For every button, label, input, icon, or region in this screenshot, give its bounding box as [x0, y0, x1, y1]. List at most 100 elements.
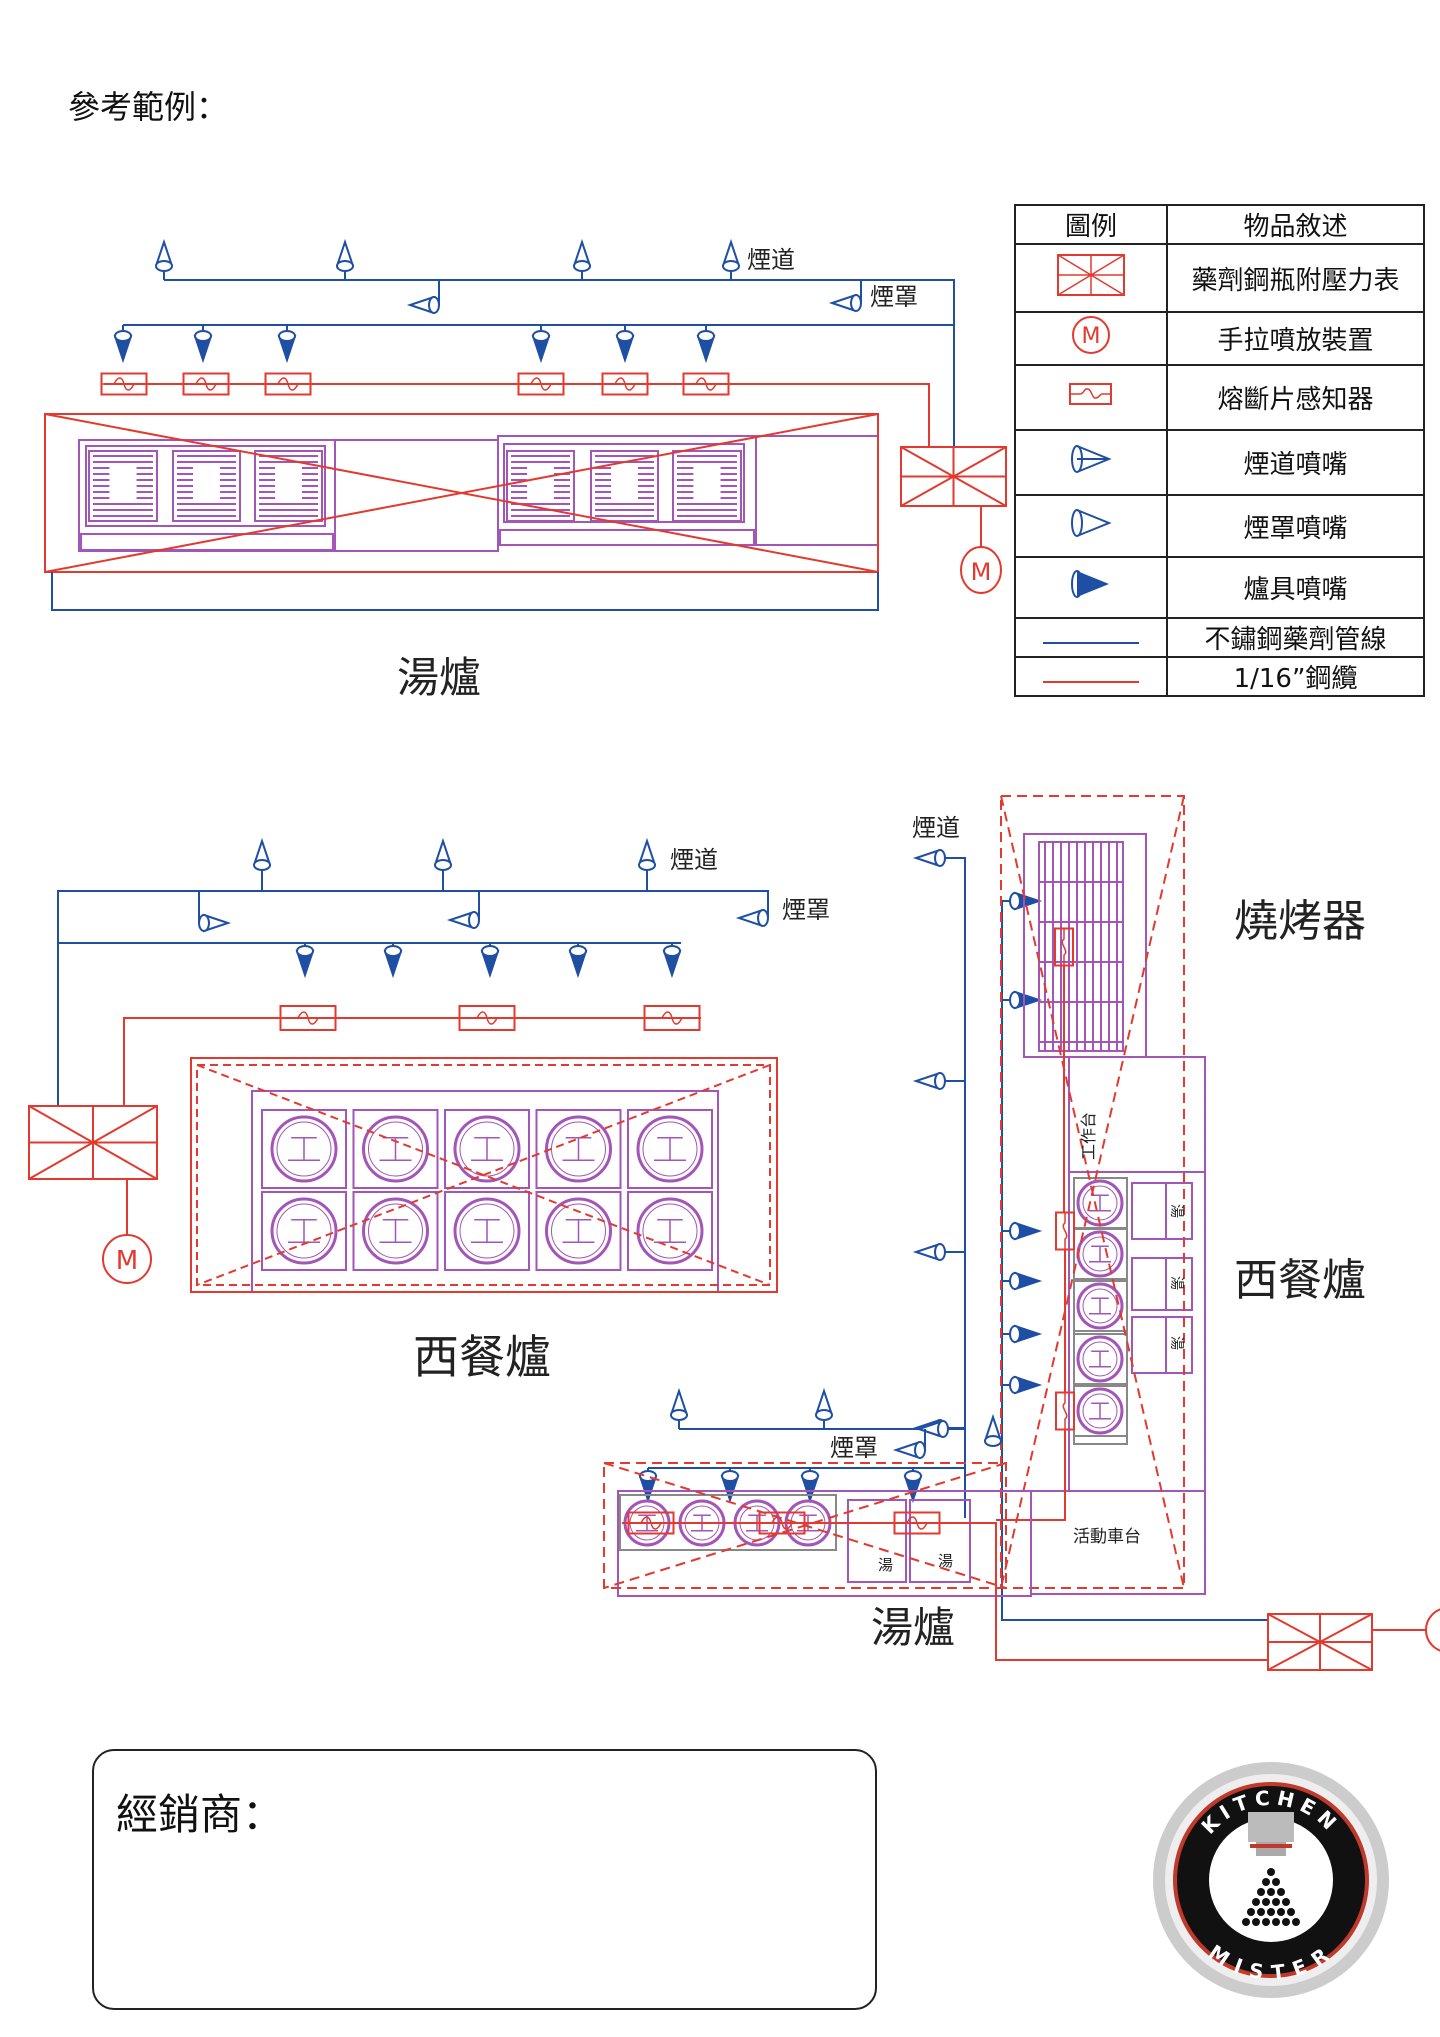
hood-nozzle-icon — [735, 909, 764, 927]
western-range-title: 西餐爐 — [413, 1330, 551, 1384]
cable-line — [104, 383, 930, 447]
burner-cell — [1073, 1228, 1128, 1280]
dealer-label: 經銷商： — [116, 1790, 285, 1839]
spray-dot — [1282, 1898, 1290, 1906]
burner-grate — [1089, 1402, 1111, 1420]
duct-label: 煙道 — [912, 814, 960, 842]
soup-pot-cell — [1131, 1316, 1193, 1374]
grill-grate — [1038, 841, 1124, 1052]
duct-nozzle-icon — [722, 260, 740, 272]
burner-icon — [636, 1197, 704, 1265]
appliance-nozzle-icon — [194, 330, 212, 342]
burner-ring — [1082, 1236, 1118, 1272]
fusible-link-wave — [602, 377, 648, 391]
hood-nozzle-icon — [912, 1072, 941, 1090]
appliance-nozzle-icon — [663, 945, 681, 957]
burner-ring — [276, 1203, 332, 1259]
burner-cell — [444, 1109, 530, 1189]
control-strip — [80, 533, 334, 551]
burner-grate — [379, 1219, 412, 1243]
burner-ring — [459, 1121, 515, 1177]
cable-line — [123, 1017, 701, 1106]
duct-nozzle-icon — [638, 837, 656, 866]
burner-grate — [562, 1137, 595, 1161]
burner-ring — [642, 1121, 698, 1177]
spray-dot — [1262, 1918, 1270, 1926]
hood-nozzle-icon — [934, 849, 946, 867]
burner-ring — [642, 1203, 698, 1259]
hood-nozzle-icon — [915, 1420, 944, 1438]
pipe-line — [51, 572, 879, 611]
cross-line — [1000, 795, 1185, 1589]
page-title: 參考範例： — [68, 88, 229, 126]
duct-nozzle-icon — [434, 859, 452, 871]
pipe-line — [1001, 901, 1268, 1621]
duct-nozzle-icon — [1014, 429, 1168, 496]
burner-ring — [459, 1203, 515, 1259]
hood-nozzle-icon — [446, 911, 475, 929]
svg-text:M: M — [116, 1246, 138, 1276]
burner-cell — [627, 1109, 713, 1189]
hood-nozzle-icon — [468, 911, 480, 929]
burner-icon — [270, 1115, 338, 1183]
cross-line — [900, 446, 1007, 507]
burner-grate — [471, 1219, 503, 1243]
manual-pull-station-icon: M — [1425, 1608, 1440, 1652]
burner-icon — [270, 1197, 338, 1265]
soup-pot-cell — [909, 1499, 971, 1583]
grill-plate-icon — [172, 450, 241, 522]
burner-grate — [654, 1219, 686, 1243]
legend-label: 不鏽鋼藥劑管線 — [1166, 617, 1425, 658]
legend-label: 熔斷片感知器 — [1166, 364, 1425, 431]
appliance-outline — [617, 1490, 1032, 1597]
legend-label: 手拉噴放裝置 — [1166, 311, 1425, 366]
burner-icon — [636, 1115, 704, 1183]
spray-dot — [1247, 1908, 1255, 1916]
dealer-box: 經銷商： — [92, 1749, 877, 2010]
appliance-nozzle-icon — [1009, 1325, 1021, 1343]
hood-label: 煙罩 — [830, 1434, 878, 1462]
burner-ring — [368, 1203, 423, 1259]
protected-area-inner — [196, 1064, 771, 1286]
fusible-link-wave — [1062, 1212, 1068, 1250]
hood-nozzle-icon — [198, 914, 210, 932]
cable-line — [622, 1522, 1268, 1661]
appliance-nozzle-icon — [721, 1470, 739, 1482]
spray-dot — [1257, 1888, 1265, 1896]
burner-ring — [276, 1121, 332, 1177]
worktable-label: 工作台 — [1079, 1112, 1098, 1160]
spray-dot — [1267, 1908, 1275, 1916]
hood-nozzle-icon — [934, 1243, 946, 1261]
appliance-nozzle-icon — [296, 945, 314, 957]
burner-cell — [535, 1191, 622, 1271]
pipe-line — [57, 890, 769, 1106]
soup-pot-cell — [847, 1499, 907, 1583]
appliance-nozzle-icon — [1009, 1272, 1021, 1290]
duct-nozzle-icon — [336, 238, 354, 267]
duct-nozzle-icon — [722, 238, 740, 267]
burner-cell — [261, 1109, 347, 1189]
burner-cell — [535, 1109, 622, 1189]
protected-area-box — [190, 1057, 778, 1293]
fusible-link-detector-icon — [1014, 364, 1168, 431]
soup-stove-title: 湯爐 — [871, 1603, 955, 1652]
fusible-link-wave — [101, 377, 147, 391]
pipe-line — [164, 279, 955, 447]
legend-label: 藥劑鋼瓶附壓力表 — [1166, 243, 1425, 313]
burner-grate — [1089, 1297, 1111, 1315]
soup-pot-label: 湯 — [938, 1552, 953, 1570]
stainless-pipe-line-icon — [1014, 617, 1168, 658]
burner-ring — [1082, 1393, 1118, 1429]
duct-nozzle-icon — [984, 1413, 1002, 1442]
legend-label: 爐具噴嘴 — [1166, 556, 1425, 619]
fusible-link-wave — [265, 377, 311, 391]
cross-line — [1267, 1613, 1373, 1671]
fusible-link-wave — [644, 1011, 700, 1025]
legend-label: 煙道噴嘴 — [1166, 429, 1425, 496]
duct-nozzle-icon — [155, 238, 173, 267]
burner-grate — [562, 1219, 595, 1243]
grill-frame — [85, 445, 326, 527]
spray-dot — [1287, 1908, 1295, 1916]
spray-dot — [1262, 1878, 1270, 1886]
